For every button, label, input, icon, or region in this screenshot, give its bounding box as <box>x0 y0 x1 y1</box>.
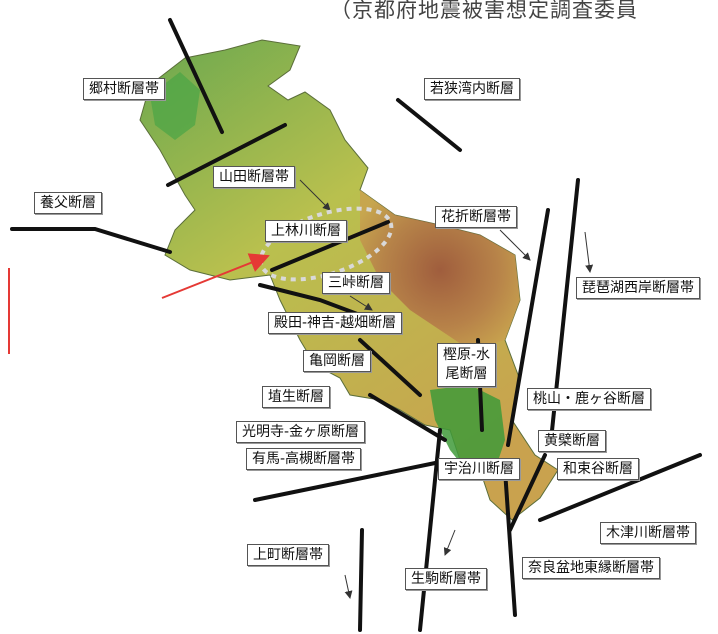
label-tonoda-kamiyoshi-koshihata: 殿田-神吉-越畑断層 <box>268 312 403 334</box>
fault-lines <box>10 18 702 632</box>
red-pointer-arrow <box>161 253 270 299</box>
mountain-region-north <box>360 190 520 350</box>
fault-yamada <box>166 123 287 187</box>
label-hanaore: 花折断層帯 <box>435 206 517 228</box>
leader-arrows <box>299 179 594 599</box>
label-nose: 埴生断層 <box>262 386 330 408</box>
label-kameoka: 亀岡断層 <box>303 350 371 372</box>
label-biwako-seigan: 琵琶湖西岸断層帯 <box>576 277 700 299</box>
fault-wakasa <box>396 98 462 152</box>
label-kambayashi: 上林川断層 <box>265 220 347 242</box>
label-ujigawa: 宇治川断層 <box>438 458 520 480</box>
label-nara-basin-east: 奈良盆地東縁断層帯 <box>522 557 660 579</box>
label-obaku: 黄檗断層 <box>538 430 606 452</box>
label-komyoji-kanegahara: 光明寺-金ヶ原断層 <box>236 421 366 443</box>
fault-ujigawa <box>418 428 442 632</box>
kyoto-basin <box>430 385 505 475</box>
fault-kameoka <box>358 338 422 397</box>
label-wakasa-wan: 若狭湾内断層 <box>424 78 520 100</box>
label-kashiwara-mizuo: 樫原-水 尾断層 <box>437 343 497 387</box>
label-wazuka: 和束谷断層 <box>557 458 639 480</box>
fault-nara <box>503 468 517 617</box>
label-kizugawa: 木津川断層帯 <box>600 522 696 544</box>
fault-yabu <box>10 227 172 254</box>
fault-wazuka <box>508 453 547 532</box>
fault-gomura <box>168 18 224 134</box>
highlight-circle <box>258 206 394 282</box>
fault-komyoji <box>368 393 447 442</box>
label-uemachi: 上町断層帯 <box>247 544 329 566</box>
label-gomura: 郷村断層帯 <box>83 78 165 100</box>
fault-kizugawa <box>538 453 702 522</box>
label-arima-takatsuki: 有馬-高槻断層帯 <box>246 448 362 470</box>
label-yabu: 養父断層 <box>34 192 102 214</box>
red-marker-bar <box>8 268 10 354</box>
fault-arima <box>253 460 442 502</box>
label-kashiwara-line1: 樫原-水 <box>443 347 491 363</box>
fault-hanaore <box>506 208 550 447</box>
label-kashiwara-line2: 尾断層 <box>445 366 488 382</box>
label-momoyama-shikagatani: 桃山・鹿ヶ谷断層 <box>527 388 651 410</box>
label-ikoma: 生駒断層帯 <box>405 568 487 590</box>
fault-kambayashi <box>270 220 390 272</box>
fault-uemachi <box>358 528 364 632</box>
label-mitoke: 三峠断層 <box>322 272 390 294</box>
source-caption: （京都府地震被害想定調査委員 <box>330 0 638 20</box>
label-yamada: 山田断層帯 <box>213 166 295 188</box>
